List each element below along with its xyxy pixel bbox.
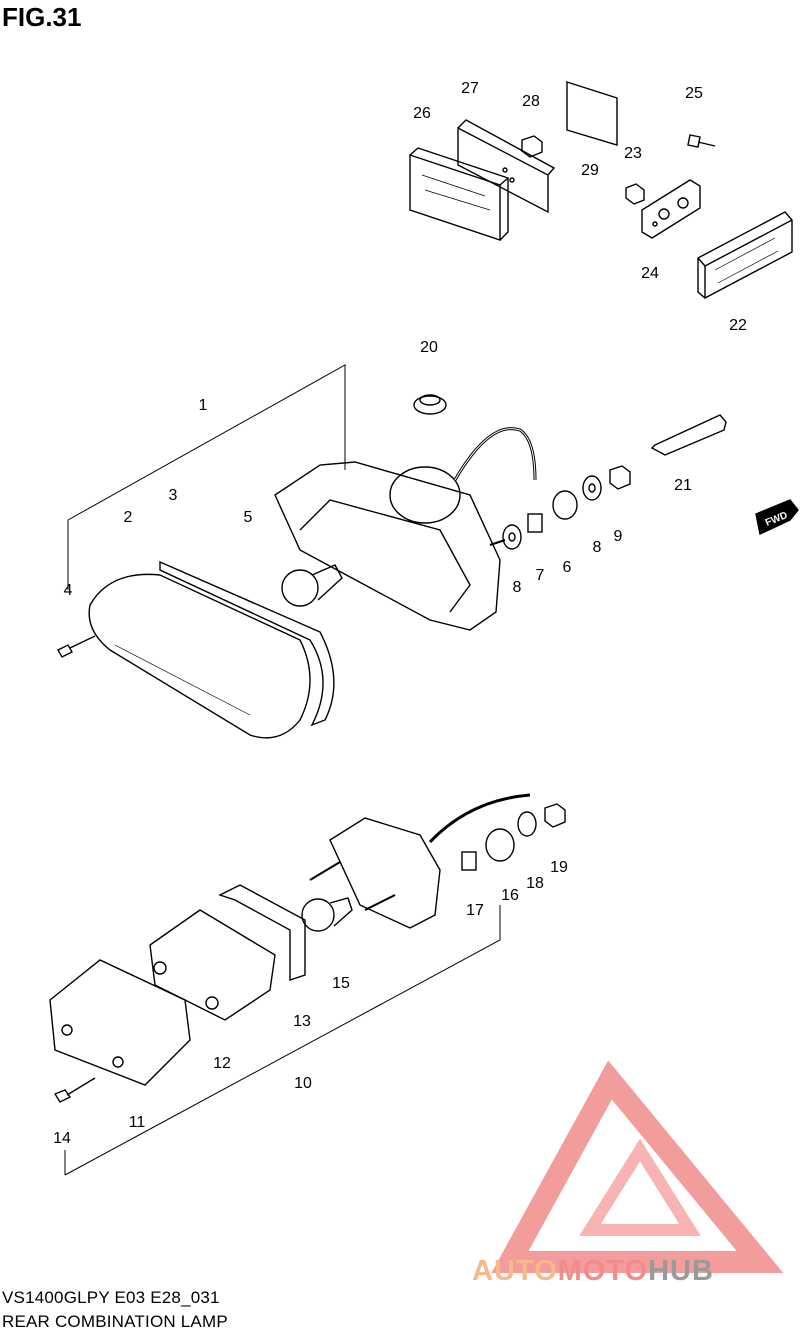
part-label: 21 [674,477,692,494]
part-label: 8 [593,539,602,556]
part-label: 7 [536,567,545,584]
watermark-part-a: AUTO [472,1255,558,1287]
part-label: 29 [581,162,599,179]
part-label: 9 [614,528,623,545]
reflector-group-top [409,81,793,299]
part-label: 8 [513,579,522,596]
part-label: 11 [129,1114,146,1131]
part-label: 5 [244,509,253,526]
part-label: 4 [64,582,73,599]
model-code: VS1400GLPY E03 E28_031 [2,1288,220,1307]
part-label: 1 [199,397,208,414]
part-label: 26 [413,105,431,122]
part-label: 6 [563,559,572,576]
part-label: 27 [461,80,479,97]
part-label: 24 [641,265,659,282]
figure-title: FIG.31 [2,2,82,32]
part-label: 25 [685,85,703,102]
part-label: 14 [53,1130,71,1147]
part-label: 20 [420,339,438,356]
part-label: 17 [466,902,484,919]
part-label: 12 [213,1055,231,1072]
part-label: 3 [169,487,178,504]
watermark-part-c: HUB [648,1255,714,1287]
tail-lamp-assembly [57,364,799,739]
part-label: 18 [526,875,544,892]
watermark-text: AUTOMOTOHUB [472,1255,714,1288]
part-label: 23 [624,145,642,162]
part-label: 28 [522,93,540,110]
part-label: 19 [550,859,568,876]
watermark-logo-icon [491,1060,784,1273]
part-label: 10 [294,1075,312,1092]
part-label: 16 [501,887,519,904]
part-label: 2 [124,509,133,526]
watermark-part-b: MOTO [557,1255,649,1287]
part-label: 22 [729,317,747,334]
figure-caption: REAR COMBINATION LAMP [2,1312,228,1331]
license-lamp-assembly [49,793,566,1176]
part-label: 15 [332,975,350,992]
part-label: 13 [293,1013,311,1030]
